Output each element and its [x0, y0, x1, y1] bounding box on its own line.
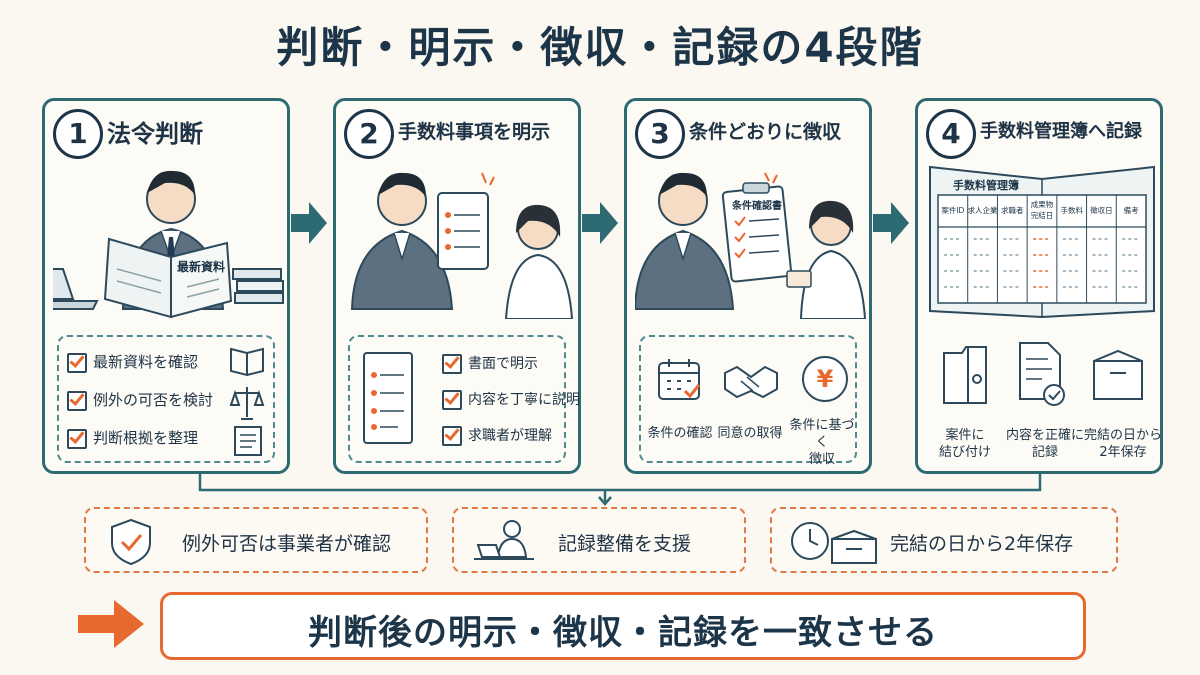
ledger-column-header: 手数料: [1060, 205, 1083, 215]
note-text: 記録整備を支援: [558, 533, 692, 555]
clock-box-icon: [791, 522, 877, 564]
checkbox-checked-icon: [67, 390, 87, 411]
ledger-column-header: 徴収日: [1090, 205, 1113, 215]
binder-icon: [943, 346, 987, 404]
checkbox-checked-icon: [442, 390, 462, 410]
note-retention: 完結の日から2年保存: [770, 507, 1118, 573]
jobseeker-woman: [504, 204, 574, 319]
check-item: 書面で明示: [442, 353, 538, 379]
check-item: 判断根拠を整理: [67, 427, 198, 453]
clipboard-icon: 条件確認書: [721, 172, 793, 283]
document-list-icon: [234, 426, 262, 456]
icon-caption: 条件に基づく 徴収: [789, 418, 855, 467]
step-3-title: 条件どおりに徴収: [689, 121, 842, 143]
book-label: 最新資料: [177, 259, 225, 274]
book-icon: [230, 347, 264, 377]
icon-caption: 案件に 結び付け: [938, 428, 991, 460]
document-list-icon: [437, 172, 495, 270]
calendar-check-icon: [658, 359, 701, 400]
conclusion-box: 判断後の明示・徴収・記録を一致させる: [160, 592, 1086, 660]
scales-icon: [229, 387, 265, 420]
handshake-icon: [724, 365, 778, 399]
ledger-column-header: 成果物: [1031, 199, 1054, 209]
step-2-number: 2: [344, 109, 394, 159]
businessman-pointing: [635, 172, 735, 310]
checkbox-checked-icon: [442, 426, 462, 446]
step-3-number: 3: [635, 109, 685, 159]
yen-symbol: ¥: [817, 365, 834, 393]
step-3-illustration: 条件確認書: [635, 172, 867, 319]
checkbox-checked-icon: [67, 428, 87, 449]
step-2-title: 手数料事項を明示: [398, 121, 551, 143]
jobseeker-woman: [786, 200, 867, 319]
step-1-illustration: 最新資料: [53, 170, 284, 319]
icon-caption: 同意の取得: [717, 426, 783, 441]
step-2-checklist: 書面で明示 内容を丁寧に説明 求職者が理解: [348, 335, 580, 463]
step-1-side-icons: [229, 347, 265, 456]
clipboard-label: 条件確認書: [731, 199, 782, 212]
ledger-columns: 案件ID 求人企業求職者成果物完結日手数料徴収日 備考: [938, 195, 1146, 303]
ledger-column-header: 求職者: [1001, 205, 1024, 215]
step-3-icon-box: ¥ 条件の確認 同意の取得 条件に基づく 徴収: [639, 335, 857, 467]
document-check-icon: [1019, 342, 1065, 406]
check-item: 最新資料を確認: [67, 351, 198, 377]
checkbox-checked-icon: [67, 352, 87, 373]
person-laptop-icon: [474, 520, 534, 560]
step-1-checklist: 最新資料を確認 例外の可否を検討 判断根拠を整理: [57, 335, 275, 463]
laptop-icon: [53, 268, 99, 310]
check-item: 内容を丁寧に説明: [442, 389, 580, 415]
note-record-support: 記録整備を支援: [452, 507, 746, 573]
step-2-illustration: [350, 172, 574, 319]
icon-caption: 条件の確認: [647, 426, 713, 441]
step-3-panel: 3 条件どおりに徴収 条件確認書: [624, 98, 872, 474]
ledger-column-header: 案件ID: [941, 205, 964, 215]
ledger-column-header: 求人企業: [968, 205, 998, 215]
businessman-explaining: [350, 172, 454, 310]
step-2-panel: 2 手数料事項を明示 書面で明示: [333, 98, 581, 474]
conclusion-text: 判断後の明示・徴収・記録を一致させる: [308, 613, 938, 653]
step-4-number: 4: [926, 109, 976, 159]
conclusion-arrow: [78, 600, 144, 648]
ledger-column-header: 備考: [1124, 205, 1140, 215]
icon-caption: 内容を正確に 記録: [1005, 428, 1084, 460]
step-1-title: 法令判断: [107, 120, 203, 148]
open-book: 最新資料: [103, 237, 233, 319]
check-item: 求職者が理解: [442, 425, 552, 451]
step-4-title: 手数料管理簿へ記録: [980, 121, 1142, 142]
step-4-panel: 4 手数料管理簿へ記録 手数料管理簿 案件ID 求人企業求職者成果物完結日手数料徴…: [915, 98, 1163, 474]
yen-coin-icon: ¥: [802, 356, 848, 402]
stacked-books-icon: [232, 268, 284, 304]
step-4-icon-row: 案件に 結び付け 内容を正確に 記録 完結の日から 2年保存: [930, 335, 1162, 463]
flow-arrow-1: [291, 202, 327, 244]
step-3-header: 3 条件どおりに徴収: [635, 109, 867, 159]
flow-arrow-2: [582, 202, 618, 244]
step-1-panel: 1 法令判断 最新資料 最新資料を確認 例外の可否を検討 判断根拠を整: [42, 98, 290, 474]
note-text: 完結の日から2年保存: [890, 533, 1074, 555]
note-text: 例外可否は事業者が確認: [182, 533, 392, 555]
ledger-column-header: 完結日: [1031, 210, 1054, 220]
ledger-book-icon: 手数料管理簿 案件ID 求人企業求職者成果物完結日手数料徴収日 備考: [929, 165, 1155, 319]
step-2-header: 2 手数料事項を明示: [344, 109, 576, 159]
check-item: 例外の可否を検討: [67, 389, 213, 415]
page-title: 判断・明示・徴収・記録の4段階: [276, 23, 924, 72]
ledger-title: 手数料管理簿: [953, 178, 1019, 192]
shield-check-icon: [111, 518, 151, 566]
document-list-icon: [363, 352, 413, 444]
storage-box-icon: [1093, 349, 1143, 400]
step-1-number: 1: [53, 109, 103, 159]
checkbox-checked-icon: [442, 354, 462, 374]
note-exception-check: 例外可否は事業者が確認: [84, 507, 428, 573]
icon-caption: 完結の日から 2年保存: [1083, 428, 1162, 460]
flow-arrow-3: [873, 202, 909, 244]
step-4-header: 4 手数料管理簿へ記録: [926, 109, 1158, 159]
step-1-header: 1 法令判断: [53, 109, 285, 159]
